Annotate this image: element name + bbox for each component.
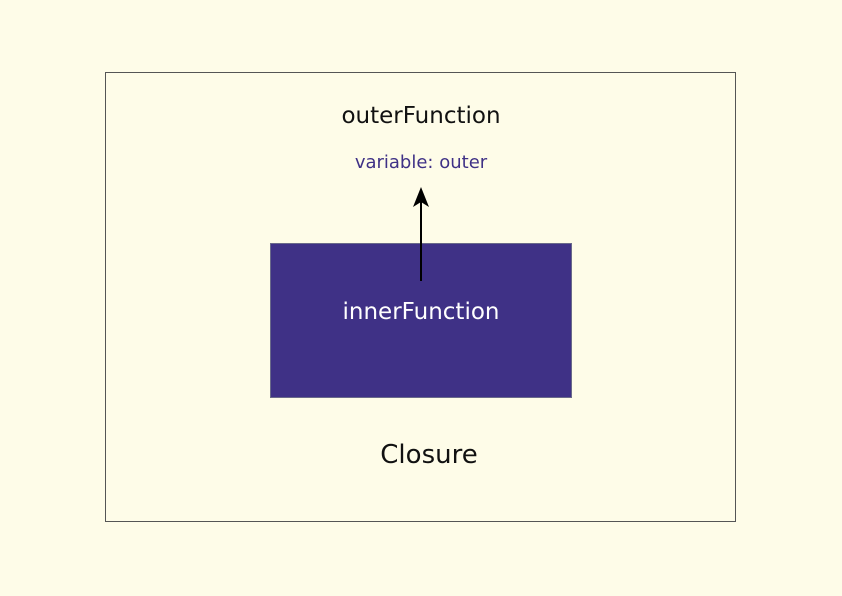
outer-function-label: outerFunction: [341, 103, 501, 129]
outer-function-box: [105, 72, 736, 522]
variable-label: variable: outer: [354, 152, 488, 173]
inner-function-label: innerFunction: [342, 299, 500, 325]
closure-label: Closure: [380, 440, 478, 470]
arrow-head: [413, 187, 429, 207]
